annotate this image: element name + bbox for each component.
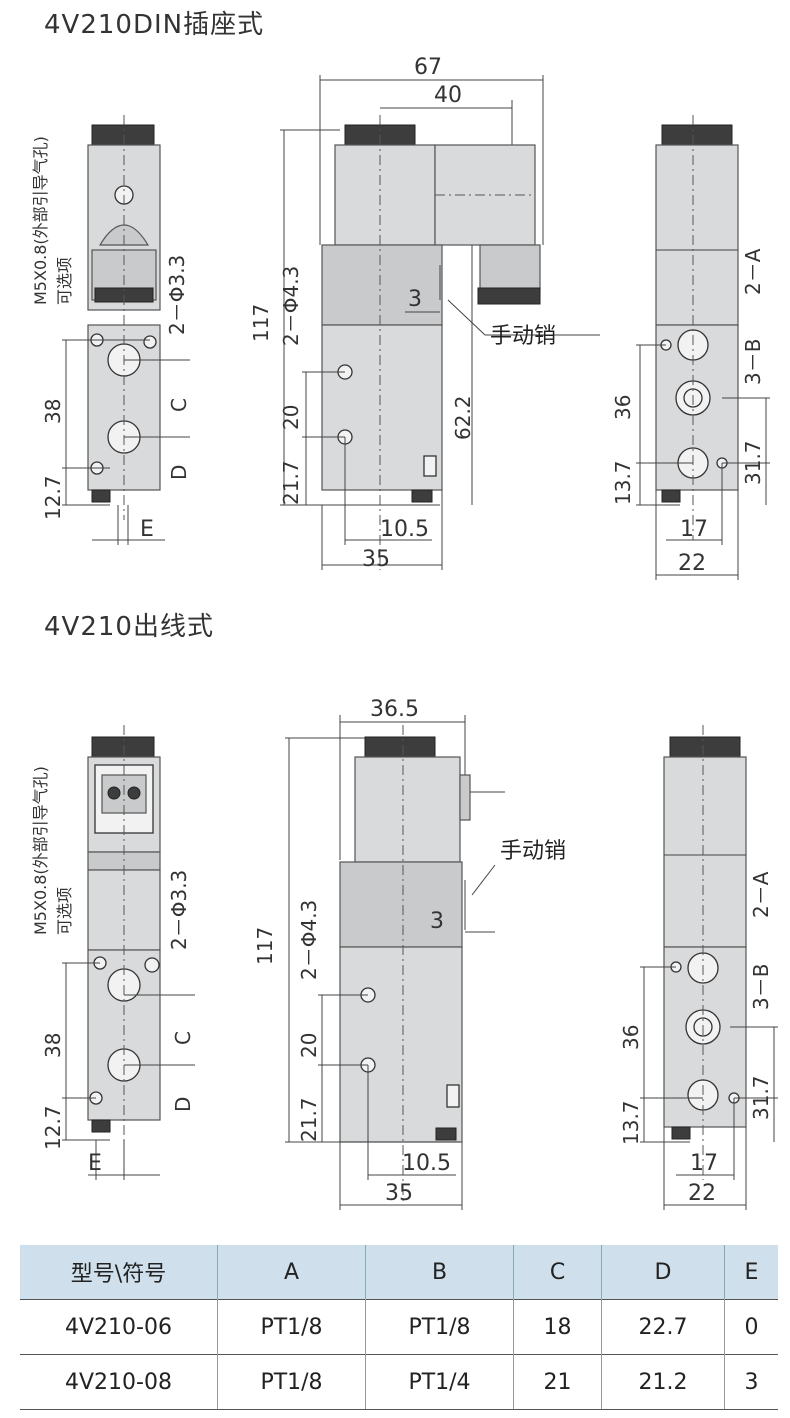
col-header-d: D (601, 1245, 725, 1300)
cell-b: PT1/8 (365, 1299, 514, 1355)
din-dim-d: D (167, 465, 191, 480)
din-dim-e: E (140, 517, 154, 542)
col-header-c: C (513, 1245, 602, 1300)
wired-dim-35: 35 (385, 1181, 413, 1206)
table-row: 4V210-08 PT1/8 PT1/4 21 21.2 3 (20, 1354, 778, 1410)
wired-dim-20: 20 (297, 1033, 321, 1058)
wired-dim-2a: 2－A (749, 871, 773, 918)
wired-dim-phi4-3: 2－Φ4.3 (297, 900, 321, 980)
cell-c: 18 (513, 1299, 602, 1355)
cell-c: 21 (513, 1354, 602, 1410)
wired-dim-d: D (171, 1097, 195, 1112)
din-dim-13-7: 13.7 (611, 460, 635, 505)
din-dim-20: 20 (279, 405, 303, 430)
din-dim-38: 38 (41, 399, 65, 424)
din-dim-35: 35 (362, 547, 390, 572)
din-end-view (636, 115, 770, 580)
wired-dim-38: 38 (41, 1033, 65, 1058)
spec-table-header-row: 型号\符号 A B C D E (20, 1245, 778, 1300)
cell-d: 22.7 (601, 1299, 725, 1355)
wired-dim-17: 17 (690, 1151, 718, 1176)
din-dim-31-7: 31.7 (741, 440, 765, 485)
col-header-model: 型号\符号 (20, 1245, 218, 1300)
cell-b: PT1/4 (365, 1354, 514, 1410)
din-dim-21-7: 21.7 (279, 460, 303, 505)
wired-dim-22: 22 (688, 1181, 716, 1206)
wired-dim-117: 117 (253, 927, 277, 965)
spec-table: 型号\符号 A B C D E 4V210-06 PT1/8 PT1/8 18 … (20, 1245, 778, 1410)
wired-dim-12-7: 12.7 (41, 1105, 65, 1150)
din-dim-phi3-3: 2－Φ3.3 (165, 255, 189, 335)
cell-model: 4V210-08 (20, 1354, 218, 1410)
section-title-wired: 4V210出线式 (44, 612, 214, 642)
din-dim-17: 17 (680, 517, 708, 542)
wired-label-m5: M5X0.8(外部引导气孔) (31, 766, 50, 935)
wired-dim-3: 3 (430, 909, 444, 934)
col-header-b: B (365, 1245, 514, 1300)
din-dim-3: 3 (408, 287, 422, 312)
wired-side-view (285, 715, 505, 1210)
wired-dim-21-7: 21.7 (297, 1097, 321, 1142)
table-row: 4V210-06 PT1/8 PT1/8 18 22.7 0 (20, 1299, 778, 1355)
wired-front-view (62, 725, 195, 1180)
wired-dim-36: 36 (619, 1025, 643, 1050)
wired-dim-c: C (171, 1031, 195, 1045)
din-dim-3b: 3－B (741, 339, 765, 385)
wired-label-optional: 可选项 (55, 887, 74, 935)
cell-d: 21.2 (601, 1354, 725, 1410)
din-side-view (280, 75, 600, 570)
col-header-e: E (724, 1245, 778, 1300)
cell-model: 4V210-06 (20, 1299, 218, 1355)
din-dim-67: 67 (414, 55, 442, 80)
din-dim-40: 40 (434, 83, 462, 108)
wired-end-view (640, 725, 778, 1210)
col-header-a: A (217, 1245, 366, 1300)
wired-dim-13-7: 13.7 (619, 1100, 643, 1145)
din-dim-phi4-3: 2－Φ4.3 (279, 266, 303, 346)
cell-e: 0 (724, 1299, 778, 1355)
wired-label-manual-pin: 手动销 (500, 839, 566, 864)
section-title-din: 4V210DIN插座式 (44, 10, 265, 40)
din-dim-22: 22 (678, 551, 706, 576)
din-dim-62-2: 62.2 (451, 395, 475, 440)
cell-a: PT1/8 (217, 1354, 366, 1410)
cell-a: PT1/8 (217, 1299, 366, 1355)
din-dim-c: C (167, 398, 191, 412)
wired-dim-36-5: 36.5 (370, 697, 419, 722)
wired-dim-phi3-3: 2－Φ3.3 (167, 870, 191, 950)
wired-dim-10-5: 10.5 (402, 1151, 451, 1176)
din-front-view (62, 115, 190, 545)
din-dim-2a: 2－A (741, 248, 765, 295)
cell-e: 3 (724, 1354, 778, 1410)
din-dim-12-7: 12.7 (41, 475, 65, 520)
din-dim-36: 36 (611, 395, 635, 420)
technical-drawing: 38 12.7 E C D 2－Φ3.3 M5X0.8(外部引导气孔) 可选项 (31, 55, 778, 1210)
din-dim-10-5: 10.5 (380, 517, 429, 542)
wired-dim-3b: 3－B (749, 964, 773, 1010)
din-label-manual-pin: 手动销 (490, 324, 556, 349)
din-dim-117: 117 (249, 304, 273, 342)
din-label-m5: M5X0.8(外部引导气孔) (31, 136, 50, 305)
wired-dim-31-7: 31.7 (749, 1075, 773, 1120)
wired-dim-e: E (88, 1151, 102, 1176)
din-label-optional: 可选项 (55, 257, 74, 305)
